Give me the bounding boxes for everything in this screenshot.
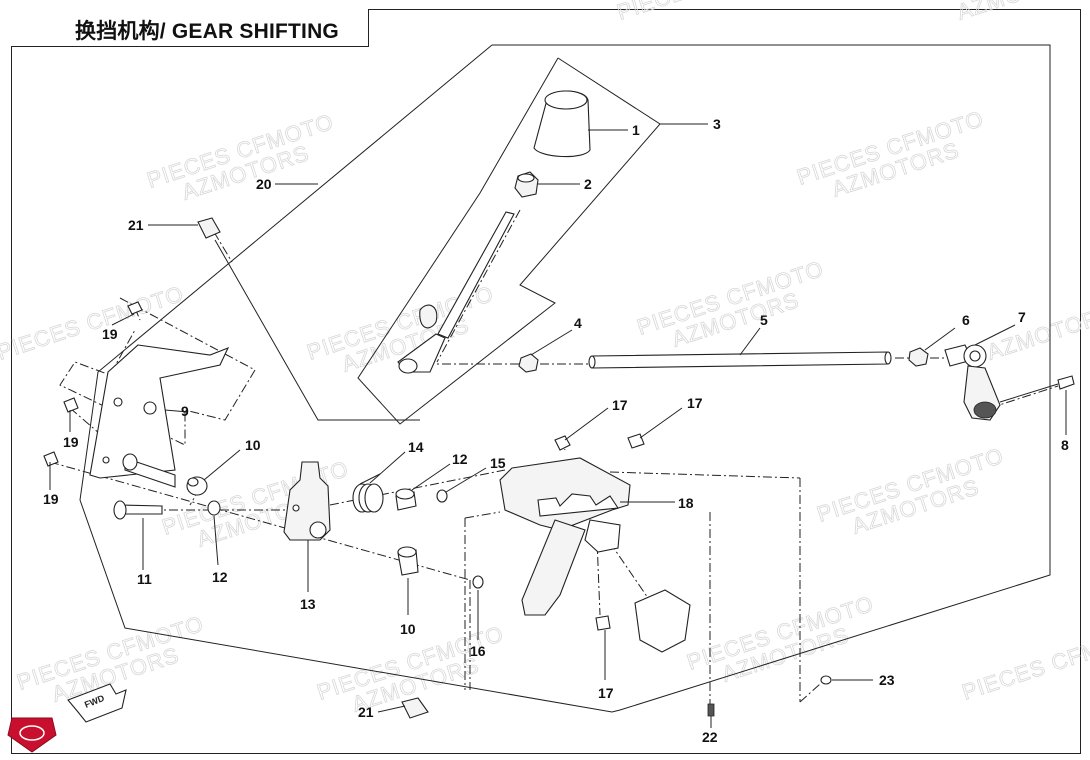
callout-17c: 17 (598, 685, 614, 701)
callout-18: 18 (678, 495, 694, 511)
callout-10b: 10 (400, 621, 416, 637)
callout-19a: 19 (102, 326, 118, 342)
shifter-part-18 (499, 457, 691, 653)
bolt-part-8 (999, 375, 1075, 403)
callout-12b: 12 (212, 569, 228, 585)
callout-17a: 17 (612, 397, 628, 413)
callout-11: 11 (137, 571, 152, 587)
pin-part-22 (707, 703, 715, 717)
bolt-part-17c (595, 615, 611, 631)
callout-16: 16 (470, 643, 486, 659)
fwd-arrow-icon: FWD (67, 683, 127, 723)
bracket-part-9 (89, 344, 230, 488)
bushing-part-10b (397, 546, 419, 576)
subassembly-outline (214, 239, 420, 421)
bolt-part-19b (63, 397, 79, 413)
bracket-9-boxes (59, 297, 256, 446)
callout-17b: 17 (687, 395, 703, 411)
nut-part-2 (514, 171, 539, 198)
callout-21a: 21 (128, 217, 144, 233)
ball-joint-part-7 (944, 344, 1001, 421)
clip-part-21a (197, 217, 221, 239)
callout-13: 13 (300, 596, 316, 612)
watermark-13: PIECES CFMOTO (614, 0, 807, 25)
callout-19c: 19 (43, 491, 59, 507)
knob-part-1 (533, 90, 591, 158)
callout-15: 15 (490, 455, 506, 471)
callout-7: 7 (1018, 309, 1026, 325)
callout-22: 22 (702, 729, 718, 745)
bolt-part-17b (627, 433, 645, 449)
callout-6: 6 (962, 312, 970, 328)
clip-part-21b (401, 697, 429, 719)
callout-12a: 12 (452, 451, 468, 467)
spring-part-14 (352, 473, 384, 513)
callout-1: 1 (632, 122, 640, 138)
azmotors-logo-icon (7, 717, 57, 753)
callout-20: 20 (256, 176, 272, 192)
bushing-part-10a (186, 476, 208, 496)
watermark-14: AZMOTORS (954, 0, 1088, 25)
callout-10a: 10 (245, 437, 261, 453)
pin-part-11 (113, 500, 163, 520)
leader-lines (49, 123, 1067, 728)
washer-part-12a (207, 500, 221, 516)
callout-3: 3 (713, 116, 721, 132)
assembly-20-outline (79, 44, 1051, 713)
title-box: 换挡机构/ GEAR SHIFTING (11, 9, 369, 47)
callout-21b: 21 (358, 704, 374, 720)
callout-19b: 19 (63, 434, 79, 450)
diagram-title: 换挡机构/ GEAR SHIFTING (75, 20, 339, 43)
washer-part-15 (436, 489, 448, 503)
diagram-frame (11, 9, 1081, 754)
washer-part-16 (472, 575, 484, 589)
plate-part-13 (283, 461, 331, 541)
rod-part-5 (588, 351, 892, 369)
watermark-10: PIECES CFMOTO (959, 621, 1090, 705)
nut-part-4 (518, 353, 539, 373)
bolt-part-19c (43, 451, 59, 467)
shift-lever (397, 211, 515, 374)
callout-2: 2 (584, 176, 592, 192)
callout-23: 23 (879, 672, 895, 688)
bolt-part-19a (127, 301, 143, 315)
callout-5: 5 (760, 312, 768, 328)
washer-part-23 (820, 675, 832, 685)
callout-labels: 1 2 3 4 5 6 7 8 9 10 10 11 12 12 13 14 1… (43, 116, 1069, 745)
callout-4: 4 (574, 315, 582, 331)
callout-9: 9 (181, 403, 189, 419)
bushing-part-12b (395, 488, 417, 511)
callout-14: 14 (408, 439, 424, 455)
nut-part-6 (908, 347, 929, 367)
callout-8: 8 (1061, 437, 1069, 453)
